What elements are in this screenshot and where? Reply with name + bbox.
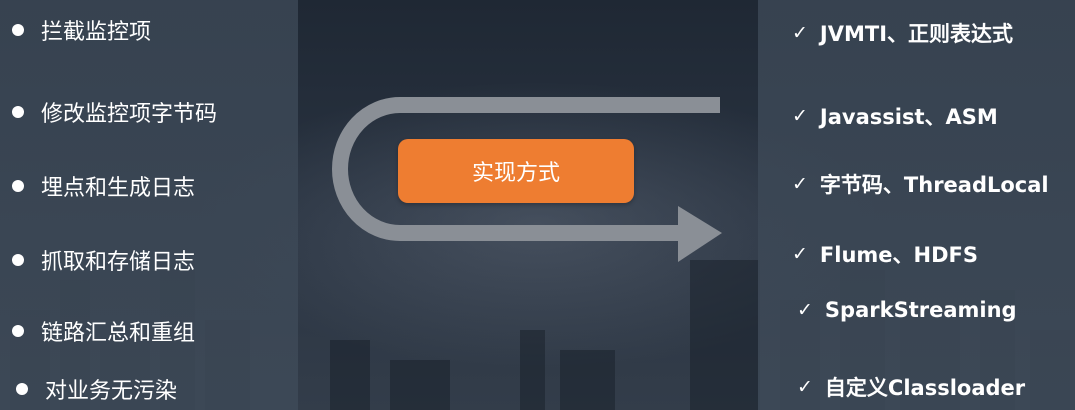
right-list-item: ✓ SparkStreaming bbox=[797, 298, 1017, 322]
left-item-label: 对业务无污染 bbox=[45, 379, 178, 404]
left-list-item: 修改监控项字节码 bbox=[12, 96, 217, 128]
right-list-item: ✓ Flume、HDFS bbox=[792, 239, 978, 269]
right-item-label: 字节码、ThreadLocal bbox=[819, 173, 1049, 197]
left-item-label: 抓取和存储日志 bbox=[41, 250, 196, 275]
bullet-icon bbox=[12, 254, 24, 266]
right-list-item: ✓ 自定义Classloader bbox=[797, 372, 1025, 402]
check-icon: ✓ bbox=[792, 243, 808, 265]
left-item-label: 埋点和生成日志 bbox=[41, 176, 196, 201]
bullet-icon bbox=[12, 106, 24, 118]
left-list-item: 拦截监控项 bbox=[12, 14, 151, 46]
left-item-label: 拦截监控项 bbox=[41, 20, 152, 45]
bullet-icon bbox=[12, 325, 24, 337]
left-list-item: 链路汇总和重组 bbox=[12, 315, 195, 347]
implementation-method-label: 实现方式 bbox=[471, 161, 560, 186]
right-item-label: JVMTI、正则表达式 bbox=[819, 22, 1014, 46]
right-list-item: ✓ 字节码、ThreadLocal bbox=[792, 169, 1049, 199]
left-list-item: 对业务无污染 bbox=[16, 373, 177, 405]
check-icon: ✓ bbox=[792, 173, 808, 195]
check-icon: ✓ bbox=[792, 105, 808, 127]
right-item-label: SparkStreaming bbox=[824, 298, 1017, 322]
left-item-label: 修改监控项字节码 bbox=[41, 102, 218, 127]
check-icon: ✓ bbox=[797, 299, 813, 321]
bullet-icon bbox=[12, 24, 24, 36]
right-item-label: Flume、HDFS bbox=[819, 243, 979, 267]
bullet-icon bbox=[12, 180, 24, 192]
implementation-method-box: 实现方式 bbox=[398, 139, 634, 203]
right-panel bbox=[758, 0, 1075, 410]
right-list-item: ✓ Javassist、ASM bbox=[792, 101, 998, 131]
right-item-label: 自定义Classloader bbox=[824, 376, 1026, 400]
bullet-icon bbox=[16, 383, 28, 395]
right-list-item: ✓ JVMTI、正则表达式 bbox=[792, 18, 1013, 48]
check-icon: ✓ bbox=[797, 376, 813, 398]
left-list-item: 抓取和存储日志 bbox=[12, 244, 195, 276]
left-list-item: 埋点和生成日志 bbox=[12, 170, 195, 202]
right-item-label: Javassist、ASM bbox=[819, 105, 998, 129]
left-item-label: 链路汇总和重组 bbox=[41, 321, 196, 346]
check-icon: ✓ bbox=[792, 22, 808, 44]
left-panel bbox=[0, 0, 298, 410]
